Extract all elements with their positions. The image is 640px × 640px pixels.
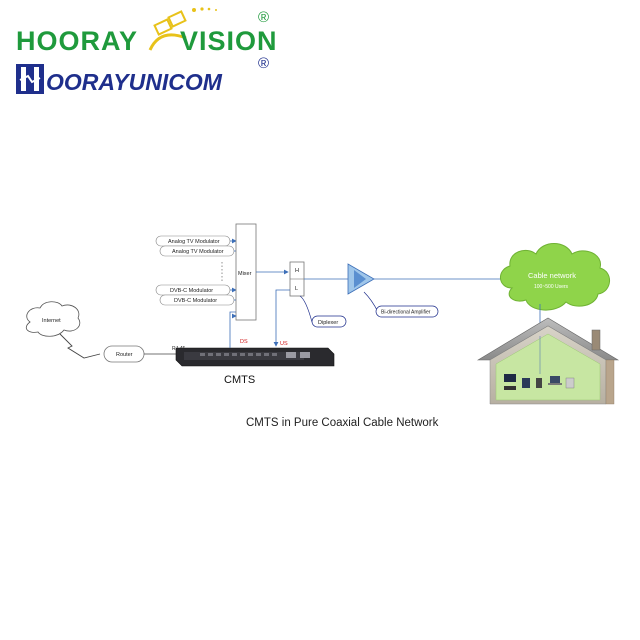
cmts-label: CMTS bbox=[224, 374, 255, 386]
diagram-caption: CMTS in Pure Coaxial Cable Network bbox=[246, 417, 439, 429]
modulator-dvbc-1: DVB-C Modulator bbox=[155, 284, 231, 296]
computer-icon bbox=[522, 378, 530, 388]
house-illustration bbox=[476, 317, 620, 405]
us-label: US bbox=[280, 341, 288, 347]
us-line bbox=[273, 289, 290, 347]
modem-icon bbox=[565, 377, 575, 389]
svg-text:Analog TV Modulator: Analog TV Modulator bbox=[172, 249, 224, 255]
mixer-box: Mixer bbox=[235, 223, 257, 321]
settop-box-icon bbox=[504, 386, 516, 390]
logo-unicom-text: OORAYUNICOM bbox=[46, 69, 223, 95]
svg-text:Mixer: Mixer bbox=[238, 271, 252, 277]
internet-link-icon bbox=[59, 333, 101, 359]
router-box: Router bbox=[103, 345, 145, 363]
diplexer-callout-line bbox=[299, 295, 313, 323]
logo-vision-text: VISION bbox=[180, 26, 278, 56]
modulator-group: Analog TV Modulator Analog TV Modulator … bbox=[155, 235, 237, 306]
svg-text:Diplexer: Diplexer bbox=[318, 320, 338, 326]
cable-network-users: 100~500 Users bbox=[534, 284, 569, 290]
logo-hooray-vision: HOORAY VISION ® bbox=[16, 7, 278, 56]
modulator-analog-2: Analog TV Modulator bbox=[159, 245, 235, 257]
modulator-analog-1: Analog TV Modulator bbox=[155, 235, 231, 247]
svg-text:DVB-C Modulator: DVB-C Modulator bbox=[174, 298, 217, 304]
ds-label: DS bbox=[240, 339, 248, 345]
diplexer-box: H L bbox=[289, 261, 305, 297]
cmts-device bbox=[175, 347, 335, 367]
diplexer-high-label: H bbox=[295, 268, 299, 274]
ds-line bbox=[229, 311, 236, 348]
svg-text:Router: Router bbox=[116, 352, 133, 358]
cable-network-title: Cable network bbox=[528, 271, 576, 280]
phone-icon bbox=[536, 378, 542, 388]
logo-hooray-unicom: OORAYUNICOM ® bbox=[16, 55, 269, 95]
amplifier-callout-line bbox=[363, 291, 379, 313]
internet-cloud: Internet bbox=[25, 301, 81, 337]
logo-hooray-text: HOORAY bbox=[16, 26, 138, 56]
modulator-dvbc-2: DVB-C Modulator bbox=[159, 294, 235, 306]
svg-text:DVB-C Modulator: DVB-C Modulator bbox=[170, 288, 213, 294]
svg-text:Internet: Internet bbox=[42, 318, 61, 324]
svg-text:Bi-directional Amplifier: Bi-directional Amplifier bbox=[381, 310, 431, 316]
logo-h-icon bbox=[16, 64, 44, 94]
diplexer-callout: Diplexer bbox=[311, 315, 347, 328]
cable-network-cloud: Cable network 100~500 Users bbox=[500, 243, 610, 311]
logo-swirl-icon bbox=[148, 7, 217, 51]
amplifier-callout: Bi-directional Amplifier bbox=[375, 305, 439, 318]
registered-mark-1: ® bbox=[258, 9, 269, 26]
registered-mark-2: ® bbox=[258, 55, 269, 72]
tv-icon bbox=[504, 374, 516, 382]
svg-text:Analog TV Modulator: Analog TV Modulator bbox=[168, 239, 220, 245]
diplexer-low-label: L bbox=[295, 286, 298, 292]
laptop-icon bbox=[550, 376, 560, 383]
amplifier-icon bbox=[347, 263, 375, 295]
